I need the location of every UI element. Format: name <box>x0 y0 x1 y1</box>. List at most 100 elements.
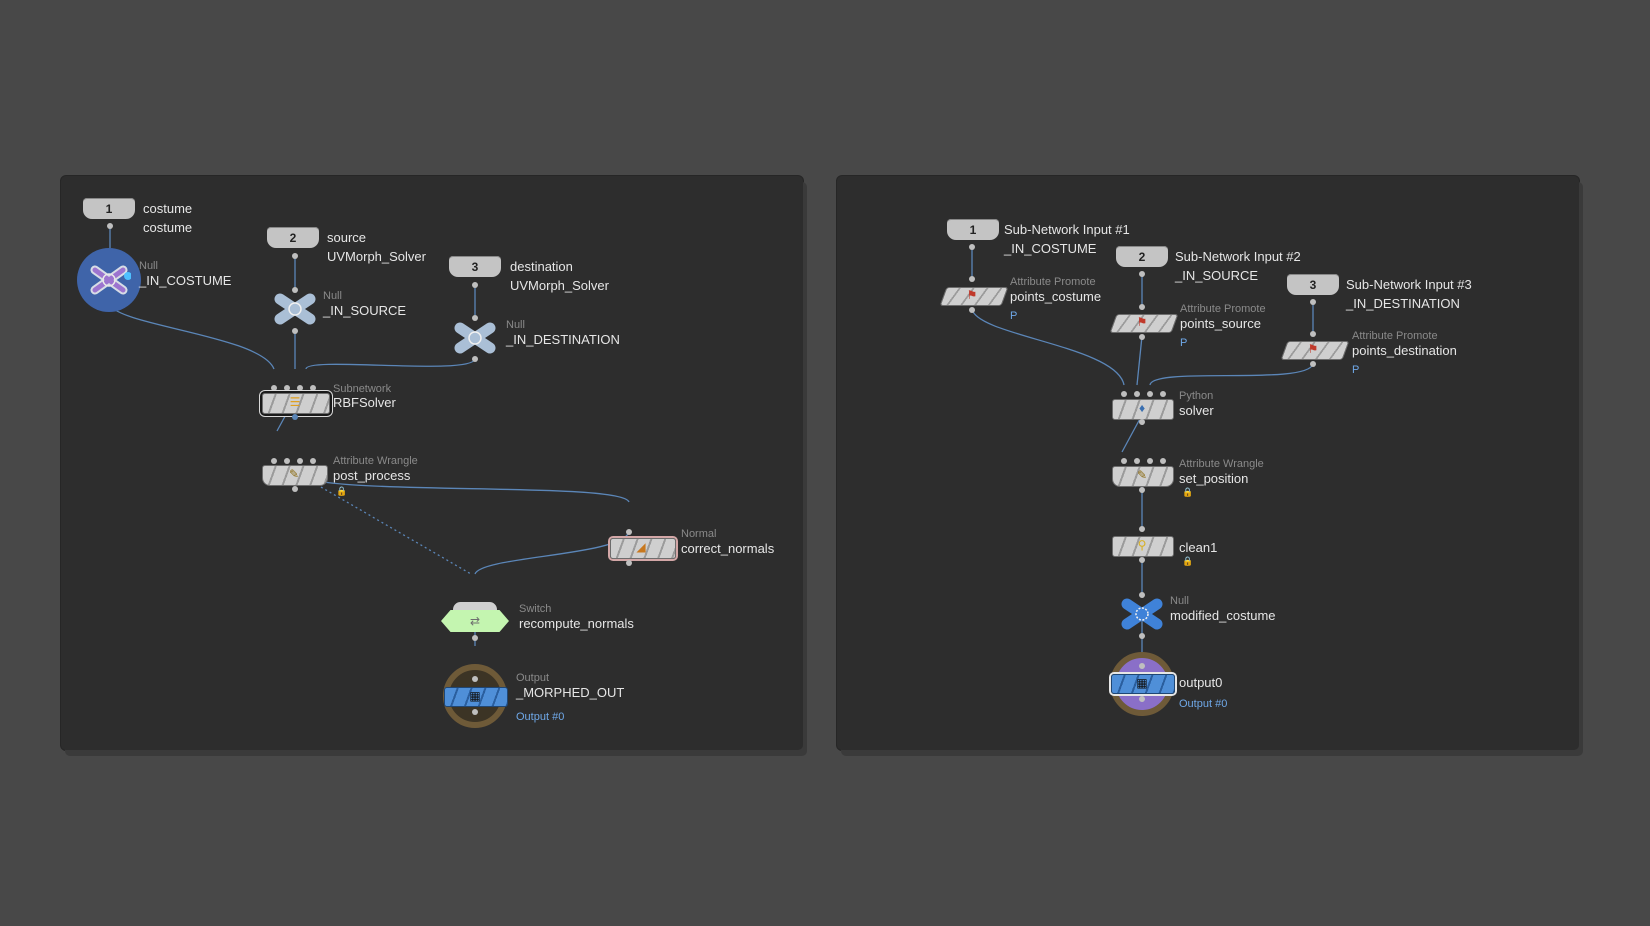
input-connector[interactable] <box>472 315 478 321</box>
output-connector[interactable] <box>1139 557 1145 563</box>
input-tab-2[interactable]: 2 <box>267 227 319 248</box>
wrangle-body[interactable] <box>262 465 328 486</box>
input-connector-1[interactable] <box>1121 391 1127 397</box>
output-body[interactable] <box>444 687 508 707</box>
wrangle-body[interactable] <box>1112 466 1174 487</box>
null-cross-icon <box>274 293 316 325</box>
node-type-label: Null <box>323 290 342 302</box>
output-connector[interactable] <box>292 328 298 334</box>
output-connector[interactable] <box>969 244 975 250</box>
input-connector-1[interactable] <box>1121 458 1127 464</box>
lock-icon[interactable]: 🔒 <box>336 486 348 496</box>
input-connector-4[interactable] <box>1160 391 1166 397</box>
output-connector[interactable] <box>1310 299 1316 305</box>
input-sublabel: _IN_DESTINATION <box>1346 296 1460 311</box>
input-tab-2[interactable]: 2 <box>1116 246 1168 267</box>
subnet-icon: ☰ <box>289 395 301 409</box>
input-connector-4[interactable] <box>310 385 316 391</box>
output-connector[interactable] <box>292 253 298 259</box>
input-connector-2[interactable] <box>284 385 290 391</box>
wires-left <box>109 228 630 646</box>
clean-body[interactable] <box>1112 536 1174 557</box>
node-name-label: set_position <box>1179 471 1249 486</box>
output-connector[interactable] <box>472 635 478 641</box>
switch-body[interactable] <box>441 610 509 632</box>
input-connector[interactable] <box>626 529 632 535</box>
input-tab-3[interactable]: 3 <box>449 256 501 277</box>
node-name-label: _MORPHED_OUT <box>516 685 625 700</box>
output-connector[interactable] <box>472 356 478 362</box>
input-connector[interactable] <box>1310 331 1316 337</box>
input-connector[interactable] <box>1139 663 1145 669</box>
input-connector-1[interactable] <box>271 458 277 464</box>
input-sublabel: _IN_SOURCE <box>1175 268 1259 283</box>
null-cross-icon <box>1121 598 1163 630</box>
network-panel-left[interactable]: 1 costume costume Null _IN_COSTUME 2 sou… <box>61 176 803 750</box>
node-type-label: Normal <box>681 528 717 540</box>
input-tab-1[interactable]: 1 <box>83 198 135 219</box>
node-type-label: Attribute Wrangle <box>1179 458 1264 470</box>
input-connector-1[interactable] <box>271 385 277 391</box>
subnetwork-body[interactable] <box>262 393 330 414</box>
input-connector[interactable] <box>1139 526 1145 532</box>
input-connector[interactable] <box>472 676 478 682</box>
network-panel-right[interactable]: 1 Sub-Network Input #1 _IN_COSTUME ⚑ Att… <box>837 176 1579 750</box>
input-connector[interactable] <box>1139 592 1145 598</box>
input-tab-1[interactable]: 1 <box>947 219 999 240</box>
node-type-label: Null <box>139 260 158 272</box>
broom-icon: ⚲ <box>1137 538 1147 552</box>
output-connector[interactable] <box>1139 696 1145 702</box>
lock-icon[interactable]: 🔒 <box>1182 487 1194 497</box>
output-connector[interactable] <box>1310 361 1316 367</box>
input-connector-4[interactable] <box>310 458 316 464</box>
input-label: source <box>327 230 367 245</box>
node-name-label: points_destination <box>1352 343 1457 358</box>
output-connector[interactable] <box>292 414 298 420</box>
input-connector[interactable] <box>1139 304 1145 310</box>
output-flag: Output #0 <box>516 711 565 723</box>
promote-flag: P <box>1180 337 1188 349</box>
lock-icon[interactable]: 🔒 <box>1182 556 1194 566</box>
node-name-label: RBFSolver <box>333 395 396 410</box>
input-connector-2[interactable] <box>1134 458 1140 464</box>
input-connector-2[interactable] <box>1134 391 1140 397</box>
output-connector[interactable] <box>292 486 298 492</box>
output-connector[interactable] <box>1139 271 1145 277</box>
node-name-label: modified_costume <box>1170 608 1276 623</box>
input-tab-3[interactable]: 3 <box>1287 274 1339 295</box>
output-connector[interactable] <box>1139 633 1145 639</box>
input-connector[interactable] <box>292 287 298 293</box>
output-connector[interactable] <box>107 223 113 229</box>
input-connector-4[interactable] <box>1160 458 1166 464</box>
wrangle-icon: ✎ <box>1136 468 1148 482</box>
node-type-label: Attribute Promote <box>1010 276 1096 288</box>
output-connector[interactable] <box>472 282 478 288</box>
input-connector-3[interactable] <box>1147 458 1153 464</box>
node-name-label: correct_normals <box>681 541 775 556</box>
switch-top <box>453 602 497 611</box>
output-connector[interactable] <box>626 560 632 566</box>
node-name-label: recompute_normals <box>519 616 634 631</box>
input-connector[interactable] <box>969 276 975 282</box>
output-body[interactable] <box>1111 674 1175 694</box>
output-connector[interactable] <box>1139 419 1145 425</box>
output-connector[interactable] <box>472 709 478 715</box>
input-label: costume <box>143 201 193 216</box>
node-type-label: Subnetwork <box>333 383 392 395</box>
output-connector[interactable] <box>1139 334 1145 340</box>
input-connector-3[interactable] <box>297 458 303 464</box>
node-type-label: Attribute Promote <box>1352 330 1438 342</box>
input-connector-3[interactable] <box>297 385 303 391</box>
switch-icon: ⇄ <box>469 614 481 628</box>
input-sublabel: UVMorph_Solver <box>510 278 609 293</box>
node-type-label: Null <box>1170 595 1189 607</box>
input-connector-3[interactable] <box>1147 391 1153 397</box>
input-label: destination <box>510 259 573 274</box>
node-name-label: output0 <box>1179 675 1223 690</box>
output-connector[interactable] <box>969 307 975 313</box>
node-name-label: post_process <box>333 468 411 483</box>
output-connector[interactable] <box>1139 487 1145 493</box>
normal-body[interactable] <box>610 538 676 559</box>
promote-flag: P <box>1010 310 1018 322</box>
input-connector-2[interactable] <box>284 458 290 464</box>
